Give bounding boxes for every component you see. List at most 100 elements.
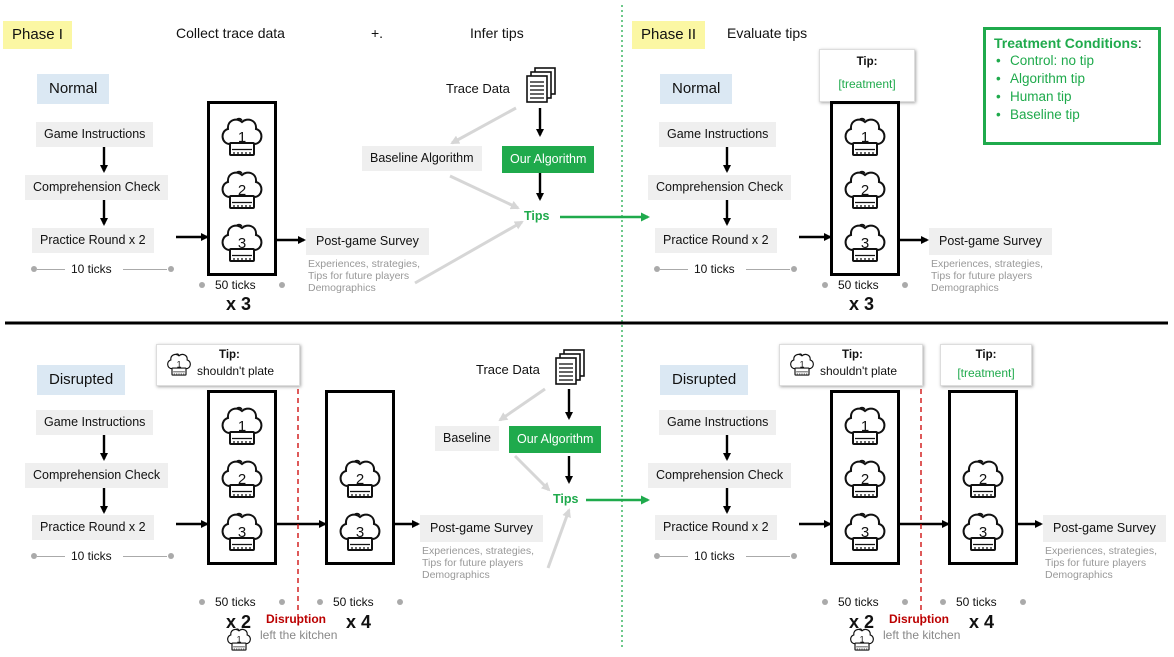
- chef-hat-icon: 1: [841, 114, 889, 163]
- fifty-ticks-timeline: 50 ticks: [822, 278, 910, 292]
- tip-title: Tip:: [975, 349, 997, 361]
- tip-title: Tip:: [856, 56, 878, 68]
- chef-number: 1: [238, 129, 246, 146]
- ten-ticks-label: 10 ticks: [694, 262, 735, 276]
- tip-card: Tip: [treatment]: [940, 344, 1032, 386]
- survey-details: Experiences, strategies, Tips for future…: [931, 258, 1044, 294]
- chef-hat-icon: 3: [841, 220, 889, 269]
- chef-hat-icon: 1: [848, 626, 876, 657]
- legend-title-text: Treatment Conditions: [994, 35, 1138, 51]
- game-instructions-step: Game Instructions: [36, 122, 154, 147]
- timeline-start-dot: [654, 553, 660, 559]
- timeline-end-dot: [397, 599, 403, 605]
- timeline-end-dot: [279, 282, 285, 288]
- timeline-end-dot: [902, 599, 908, 605]
- chef-hat-icon: 3: [218, 509, 266, 558]
- fifty-ticks-timeline: 50 ticks: [822, 595, 910, 609]
- collect-trace-data-label: Collect trace data: [176, 25, 285, 41]
- chef-hat-icon: 2: [218, 167, 266, 216]
- timeline-end-dot: [791, 553, 797, 559]
- timeline-start-dot: [199, 599, 205, 605]
- post-game-survey-step: Post-game Survey: [1043, 515, 1166, 542]
- legend-title: Treatment Conditions:: [994, 34, 1150, 52]
- chef-number: 2: [356, 471, 364, 488]
- chef-hat-icon: 2: [959, 456, 1007, 505]
- baseline-algorithm-box: Baseline Algorithm: [362, 146, 482, 171]
- chef-number: 1: [861, 418, 869, 435]
- tip-text: shouldn't plate: [197, 364, 275, 378]
- tips-label: Tips: [553, 492, 579, 506]
- chef-number: 1: [237, 635, 242, 645]
- repeat-count: x 2: [849, 612, 875, 632]
- comprehension-check-step: Comprehension Check: [25, 463, 169, 488]
- chef-hat-icon: 1: [165, 351, 193, 380]
- chef-hat-icon: 1: [225, 626, 253, 657]
- disruption-label: Disruption: [889, 612, 949, 626]
- timeline-end-dot: [279, 599, 285, 605]
- post-game-survey-step: Post-game Survey: [420, 515, 543, 542]
- chef-number: 3: [238, 524, 246, 541]
- chef-hat-icon: 2: [336, 456, 384, 505]
- timeline-bar: [123, 269, 167, 270]
- chef-number: 2: [861, 182, 869, 199]
- timeline-start-dot: [31, 553, 37, 559]
- chef-number: 2: [238, 182, 246, 199]
- ten-ticks-label: 10 ticks: [71, 262, 112, 276]
- timeline-bar: [746, 556, 790, 557]
- ten-ticks-timeline: 10 ticks: [31, 262, 175, 276]
- chef-hat-icon: 2: [841, 167, 889, 216]
- left-kitchen-label: left the kitchen: [260, 628, 338, 642]
- chef-number: 2: [861, 471, 869, 488]
- documents-icon: [552, 348, 586, 393]
- treatment-conditions-legend: Treatment Conditions: Control: no tip Al…: [983, 27, 1161, 145]
- plus-label: +.: [371, 25, 384, 41]
- comprehension-check-step: Comprehension Check: [25, 175, 169, 200]
- timeline-start-dot: [822, 282, 828, 288]
- fifty-ticks-timeline: 50 ticks: [199, 595, 287, 609]
- legend-colon: :: [1137, 35, 1142, 51]
- trace-data-label: Trace Data: [446, 81, 510, 96]
- practice-round-step: Practice Round x 2: [655, 515, 777, 540]
- tip-text: shouldn't plate: [820, 364, 898, 378]
- round-block: 1 2 3: [830, 390, 900, 565]
- chef-hat-icon: 3: [959, 509, 1007, 558]
- our-algorithm-box: Our Algorithm: [502, 146, 595, 173]
- timeline-start-dot: [654, 266, 660, 272]
- game-instructions-step: Game Instructions: [659, 122, 777, 147]
- comprehension-check-step: Comprehension Check: [648, 175, 792, 200]
- fifty-ticks-label: 50 ticks: [333, 595, 374, 609]
- chef-hat-icon: 3: [218, 220, 266, 269]
- timeline-bar: [123, 556, 167, 557]
- round-block: 1 2 3: [207, 101, 277, 276]
- game-instructions-step: Game Instructions: [36, 410, 154, 435]
- chef-hat-icon: 1: [218, 403, 266, 452]
- chef-number: 3: [861, 235, 869, 252]
- practice-round-step: Practice Round x 2: [32, 515, 154, 540]
- repeat-count: x 3: [849, 294, 875, 314]
- trace-data-label: Trace Data: [476, 362, 540, 377]
- timeline-end-dot: [791, 266, 797, 272]
- legend-item: Algorithm tip: [994, 70, 1150, 88]
- repeat-count: x 4: [969, 612, 995, 632]
- fifty-ticks-timeline: 50 ticks: [199, 278, 287, 292]
- legend-item: Human tip: [994, 88, 1150, 106]
- repeat-count: x 4: [346, 612, 372, 632]
- timeline-end-dot: [168, 553, 174, 559]
- timeline-bar: [660, 556, 688, 557]
- timeline-start-dot: [822, 599, 828, 605]
- chef-number: 3: [356, 524, 364, 541]
- chef-hat-icon: 3: [841, 509, 889, 558]
- fifty-ticks-label: 50 ticks: [215, 278, 256, 292]
- timeline-start-dot: [31, 266, 37, 272]
- tip-title: Tip:: [842, 349, 863, 361]
- chef-hat-icon: 1: [841, 403, 889, 452]
- fifty-ticks-label: 50 ticks: [215, 595, 256, 609]
- timeline-end-dot: [1020, 599, 1026, 605]
- disrupted-condition-label: Disrupted: [660, 365, 749, 395]
- tip-title: Tip:: [219, 349, 240, 361]
- chef-number: 1: [238, 418, 246, 435]
- timeline-bar: [660, 269, 688, 270]
- fifty-ticks-label: 50 ticks: [838, 278, 879, 292]
- chef-hat-icon: 3: [336, 509, 384, 558]
- timeline-end-dot: [902, 282, 908, 288]
